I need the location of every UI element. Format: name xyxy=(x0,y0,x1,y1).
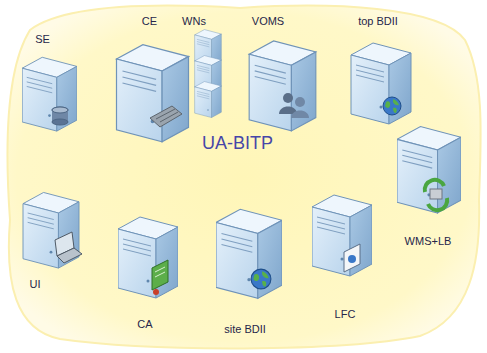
lfc-node: LFC xyxy=(318,176,372,321)
ce-server xyxy=(117,45,189,142)
top-bdii-node: top BDII xyxy=(348,15,408,120)
site-region xyxy=(7,6,480,349)
server-label: WMS+LB xyxy=(395,235,461,248)
wns-node: WNs xyxy=(174,15,214,115)
server-label: SE xyxy=(15,33,70,46)
wms-lb-node: WMS+LB xyxy=(395,118,461,248)
server-label: top BDII xyxy=(348,15,408,28)
top-bdii-server xyxy=(351,43,411,124)
wns-servers xyxy=(195,30,222,118)
server-label: VOMS xyxy=(238,15,298,28)
se-node: SE xyxy=(15,33,70,133)
se-server xyxy=(22,57,77,131)
server-label: LFC xyxy=(318,308,372,321)
server-label: UI xyxy=(15,278,55,291)
ce-node: CE xyxy=(112,15,187,140)
server-label: CE xyxy=(112,15,187,28)
server-label: site BDII xyxy=(215,323,275,336)
ui-node: UI xyxy=(15,183,55,291)
lfc-server xyxy=(312,195,372,276)
server-label: CA xyxy=(120,318,170,331)
ca-server xyxy=(118,217,178,298)
ca-node: CA xyxy=(120,205,170,331)
wms-lb-server xyxy=(397,127,461,213)
site-bdii-server xyxy=(216,209,282,298)
ui-server xyxy=(23,192,82,268)
site-bdii-node: site BDII xyxy=(215,196,275,336)
server-label: WNs xyxy=(174,15,214,28)
site-name: UA-BITP xyxy=(202,132,273,154)
voms-server xyxy=(249,41,316,131)
voms-node: VOMS xyxy=(238,15,298,130)
